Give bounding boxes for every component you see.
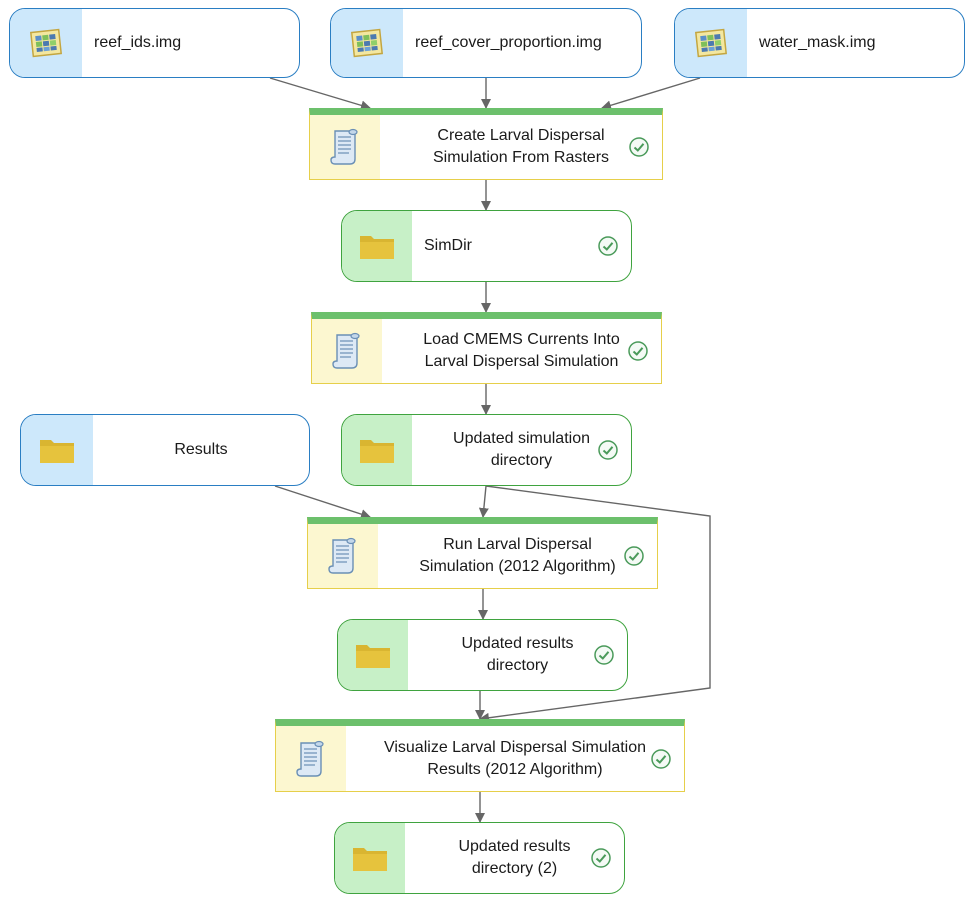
check-icon: [628, 341, 648, 361]
folder-icon: [342, 415, 412, 485]
node-label: Updated results directory: [408, 620, 627, 690]
node-label-line-1: Updated results: [461, 635, 574, 652]
connector-updated-sim-to-run: [478, 485, 489, 518]
folder-icon: [338, 620, 408, 690]
node-label: water_mask.img: [759, 34, 876, 51]
raster-icon: [331, 9, 403, 77]
output-node-updated-simulation-directory[interactable]: Updated simulation directory: [341, 414, 632, 486]
check-icon: [624, 546, 644, 566]
node-label-line-1: Run Larval Dispersal: [443, 536, 592, 553]
node-label-line-2: Simulation From Rasters: [432, 149, 610, 166]
input-node-results[interactable]: Results: [20, 414, 310, 486]
input-node-reef-cover-proportion[interactable]: reef_cover_proportion.img: [330, 8, 642, 78]
connector-water-mask-to-create: [601, 77, 701, 111]
node-label-line-1: Visualize Larval Dispersal Simulation: [383, 738, 647, 756]
check-icon: [651, 748, 671, 769]
check-icon: [591, 848, 611, 868]
folder-icon: [335, 823, 405, 893]
node-label-line-2: directory: [486, 657, 549, 674]
connector-results-to-run: [274, 485, 371, 519]
input-node-reef-ids[interactable]: reef_ids.img: [9, 8, 300, 78]
check-icon: [594, 645, 614, 665]
script-icon: [308, 524, 378, 588]
node-label-line-1: Create Larval Dispersal: [437, 127, 605, 144]
folder-icon: [342, 211, 412, 281]
node-label-line-2: Results (2012 Algorithm): [427, 760, 603, 778]
folder-icon: [21, 415, 93, 485]
connector-updated-sim-to-visualize: [479, 485, 711, 723]
raster-icon: [675, 9, 747, 77]
node-label-line-2: Larval Dispersal Simulation: [424, 353, 619, 370]
node-label: reef_ids.img: [94, 34, 182, 51]
input-node-water-mask[interactable]: water_mask.img: [674, 8, 965, 78]
script-icon: [310, 115, 380, 179]
node-label-line-2: directory: [490, 452, 553, 469]
connector-reef-ids-to-create: [269, 77, 371, 111]
node-label: SimDir: [424, 237, 472, 254]
output-node-updated-results-directory-2[interactable]: Updated results directory (2): [334, 822, 625, 894]
output-node-updated-results-directory[interactable]: Updated results directory: [337, 619, 628, 691]
node-label-line-2: Simulation (2012 Algorithm): [419, 558, 616, 575]
script-icon: [276, 726, 346, 791]
node-label: reef_cover_proportion.img: [415, 34, 602, 51]
raster-icon: [10, 9, 82, 77]
check-icon: [629, 137, 649, 157]
node-label: Updated results directory (2): [405, 823, 624, 893]
node-label-line-2: directory (2): [471, 860, 558, 877]
script-icon: [312, 319, 382, 383]
node-label: Results: [174, 441, 228, 458]
node-label-line-1: Load CMEMS Currents Into: [423, 331, 620, 348]
output-node-simdir[interactable]: SimDir: [341, 210, 632, 282]
check-icon: [598, 440, 618, 460]
node-label: Updated simulation directory: [412, 415, 631, 485]
check-icon: [598, 236, 618, 256]
node-label-line-1: Updated simulation: [453, 430, 590, 447]
node-label-line-1: Updated results: [458, 838, 571, 855]
